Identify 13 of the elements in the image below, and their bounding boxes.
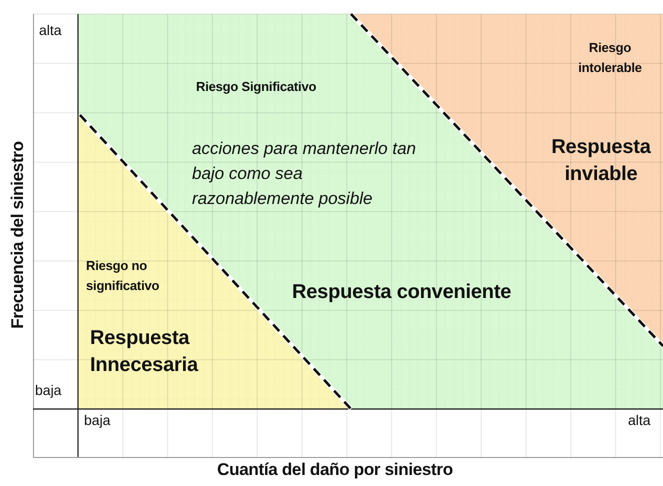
axis-title: Cuantía del daño por siniestro xyxy=(217,460,453,480)
axis-tick-label: alta xyxy=(628,412,651,428)
zone-heading: Respuesta conveniente xyxy=(292,280,512,305)
zone-label: Riesgo no significativo xyxy=(86,257,160,295)
zone-heading: Respuesta inviable xyxy=(550,135,652,187)
axis-tick-label: alta xyxy=(39,22,62,38)
zone-note: acciones para mantenerlo tan bajo como sea razonablemente posible xyxy=(192,138,417,210)
zone-label: Riesgo Significativo xyxy=(196,78,318,96)
zone-heading: Respuesta Innecesaria xyxy=(90,326,200,378)
axis-tick-label: baja xyxy=(35,382,62,398)
zone-label: Riesgo intolerable xyxy=(577,39,643,77)
axis-title: Frecuencia del siniestro xyxy=(8,141,28,329)
axis-tick-label: baja xyxy=(84,412,110,428)
